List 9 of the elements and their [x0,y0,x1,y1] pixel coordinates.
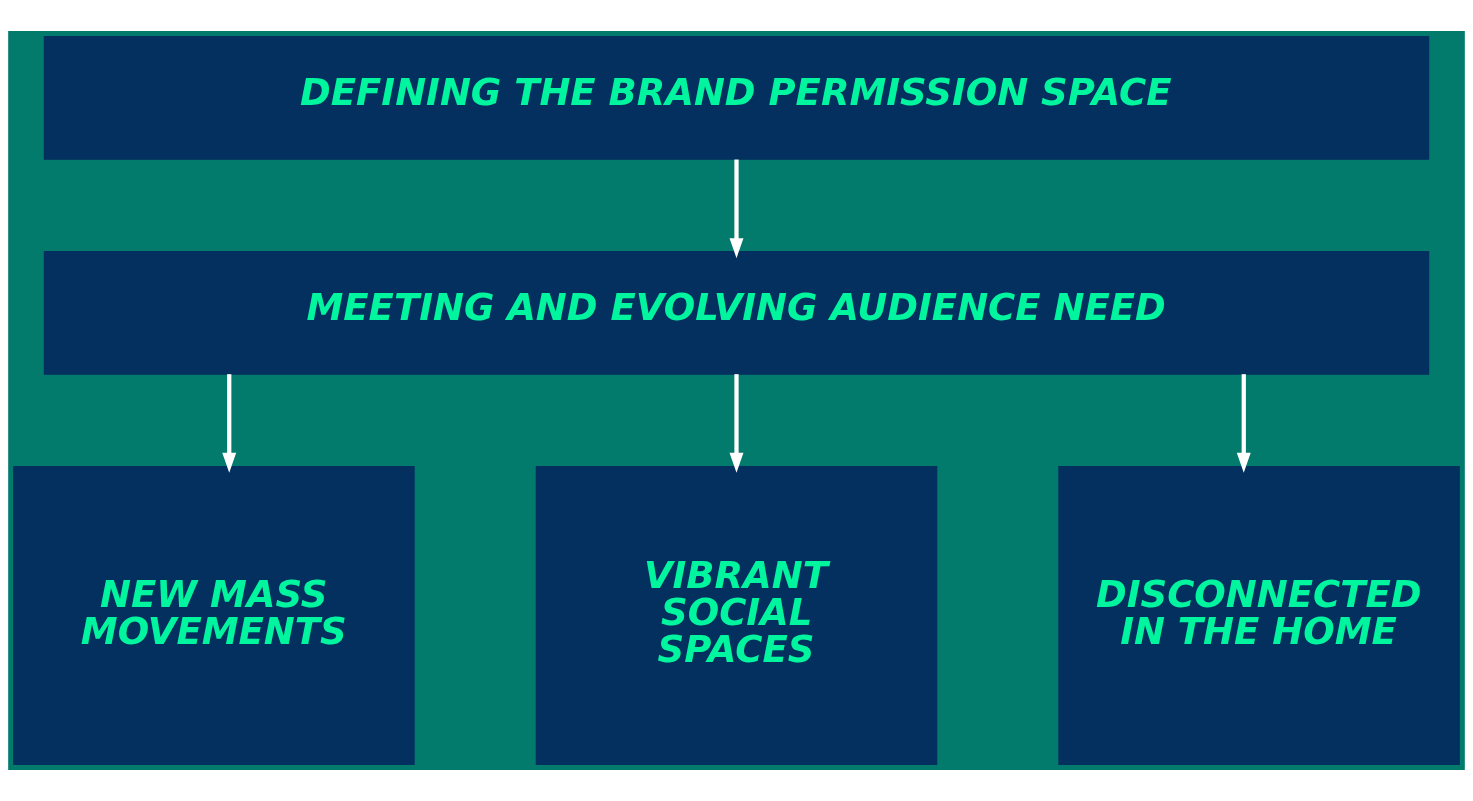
node-box: DEFINING THE BRAND PERMISSION SPACE [43,36,1430,160]
node-box: MEETING AND EVOLVING AUDIENCE NEED [43,251,1430,375]
arrow [729,159,744,259]
arrow [222,374,237,473]
arrow [1236,374,1251,473]
node-box: DISCONNECTED IN THE HOME [1058,466,1460,765]
node-box: NEW MASS MOVEMENTS [13,466,415,765]
node-box: VIBRANT SOCIAL SPACES [535,466,938,765]
arrow [729,374,744,473]
